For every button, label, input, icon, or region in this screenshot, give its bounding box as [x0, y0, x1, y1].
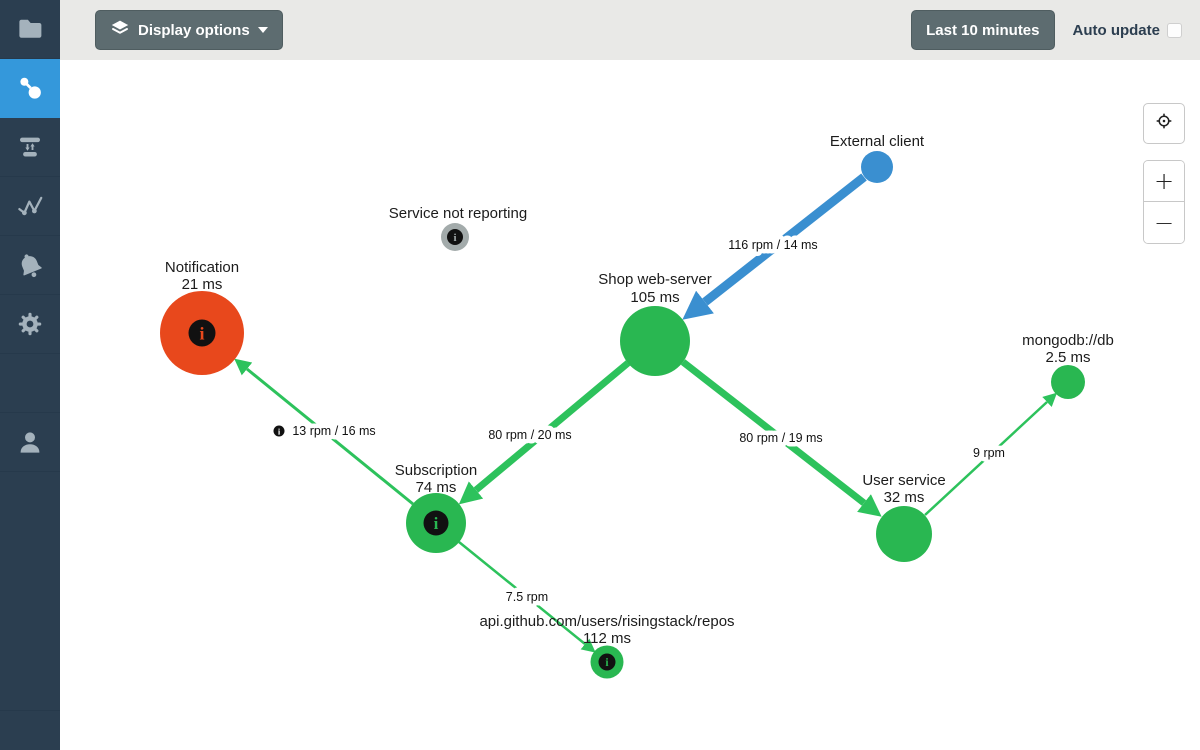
edge-label-subscription-github: 7.5 rpm [506, 590, 548, 604]
node-mongodb[interactable] [1051, 365, 1085, 399]
node-user-service[interactable] [876, 506, 932, 562]
node-latency: 21 ms [182, 276, 223, 293]
layers-icon [110, 19, 130, 41]
sidebar-item-metrics[interactable] [0, 177, 60, 236]
node-label: Subscription [395, 462, 478, 479]
info-icon [598, 653, 616, 671]
sidebar-item-blank [0, 354, 60, 413]
plus-icon: + [1153, 167, 1175, 195]
time-range-button[interactable]: Last 10 minutes [911, 10, 1055, 50]
main-area: Display options Last 10 minutes Auto upd… [60, 0, 1200, 750]
info-icon [447, 229, 463, 245]
info-icon [188, 319, 216, 347]
sidebar-item-settings[interactable] [0, 295, 60, 354]
chevron-down-icon [257, 27, 268, 33]
node-latency: 32 ms [884, 489, 925, 506]
edge-info-icon [273, 425, 285, 437]
sidebar-item-profile[interactable] [0, 413, 60, 472]
svg-text:i: i [453, 232, 456, 244]
edge-label-user-mongodb: 9 rpm [973, 446, 1005, 460]
sidebar [0, 0, 60, 750]
auto-update-label: Auto update [1072, 21, 1161, 39]
minus-icon: − [1153, 208, 1175, 237]
map-controls: + − [1143, 103, 1185, 244]
auto-update-checkbox[interactable] [1167, 22, 1182, 38]
alerts-icon [15, 250, 45, 280]
folder-icon [15, 14, 45, 44]
profile-icon [15, 427, 45, 457]
node-latency: 2.5 ms [1045, 349, 1090, 366]
node-latency: 105 ms [630, 289, 679, 306]
node-latency: 112 ms [583, 630, 631, 647]
node-label: User service [862, 472, 945, 489]
crosshair-icon [1153, 110, 1175, 137]
svg-text:i: i [605, 657, 609, 669]
edge-label-shop-user: 80 rpm / 19 ms [739, 431, 822, 445]
edge-shop-to-subscription [458, 360, 631, 505]
topology-canvas[interactable]: 116 rpm / 14 ms 80 rpm / 20 ms 80 rpm / … [60, 60, 1200, 750]
node-shop-web-server[interactable] [620, 306, 690, 376]
edge-label-external-shop: 116 rpm / 14 ms [728, 238, 817, 252]
node-label: api.github.com/users/risingstack/repos [479, 613, 734, 630]
edge-user-service-to-mongodb [924, 392, 1058, 516]
node-label: mongodb://db [1022, 332, 1114, 349]
metrics-icon [15, 191, 45, 221]
zoom-in-button[interactable]: + [1144, 161, 1184, 202]
sidebar-filler [0, 472, 60, 711]
topology-graph: 116 rpm / 14 ms 80 rpm / 20 ms 80 rpm / … [160, 133, 1114, 679]
sidebar-item-projects[interactable] [0, 0, 60, 59]
sidebar-item-transactions[interactable] [0, 118, 60, 177]
display-options-label: Display options [138, 21, 250, 39]
svg-text:13 rpm / 16 ms: 13 rpm / 16 ms [292, 424, 375, 438]
transactions-icon [15, 132, 45, 162]
zoom-out-button[interactable]: − [1144, 202, 1184, 243]
zoom-controls: + − [1143, 160, 1185, 244]
svg-text:i: i [278, 427, 281, 437]
node-notification[interactable]: i [160, 291, 244, 375]
node-external-client[interactable] [861, 151, 893, 183]
edge-label-shop-subscription: 80 rpm / 20 ms [488, 428, 571, 442]
node-latency: 74 ms [416, 479, 457, 496]
edge-external-to-shop [682, 173, 867, 320]
edge-subscription-to-notification [234, 358, 414, 506]
auto-update-control: Auto update [1072, 21, 1182, 39]
time-range-label: Last 10 minutes [926, 21, 1040, 39]
edge-subscription-to-github [458, 541, 596, 653]
display-options-button[interactable]: Display options [95, 10, 283, 50]
node-service-not-reporting[interactable]: i [441, 223, 469, 251]
info-icon [423, 510, 449, 536]
sidebar-item-topology[interactable] [0, 59, 60, 118]
node-label: External client [830, 133, 925, 150]
topbar: Display options Last 10 minutes Auto upd… [60, 0, 1200, 60]
edge-shop-to-user-service [680, 359, 882, 517]
svg-text:i: i [199, 324, 204, 344]
node-subscription[interactable]: i [406, 493, 466, 553]
svg-text:i: i [434, 514, 439, 533]
node-label: Shop web-server [598, 271, 711, 288]
center-view-button[interactable] [1143, 103, 1185, 144]
sidebar-item-alerts[interactable] [0, 236, 60, 295]
topology-icon [15, 73, 45, 103]
edge-label-subscription-notification: i 13 rpm / 16 ms [273, 420, 380, 443]
node-label: Notification [165, 259, 239, 276]
node-label: Service not reporting [389, 205, 527, 222]
node-github-api[interactable]: i [590, 645, 624, 679]
settings-icon [15, 309, 45, 339]
